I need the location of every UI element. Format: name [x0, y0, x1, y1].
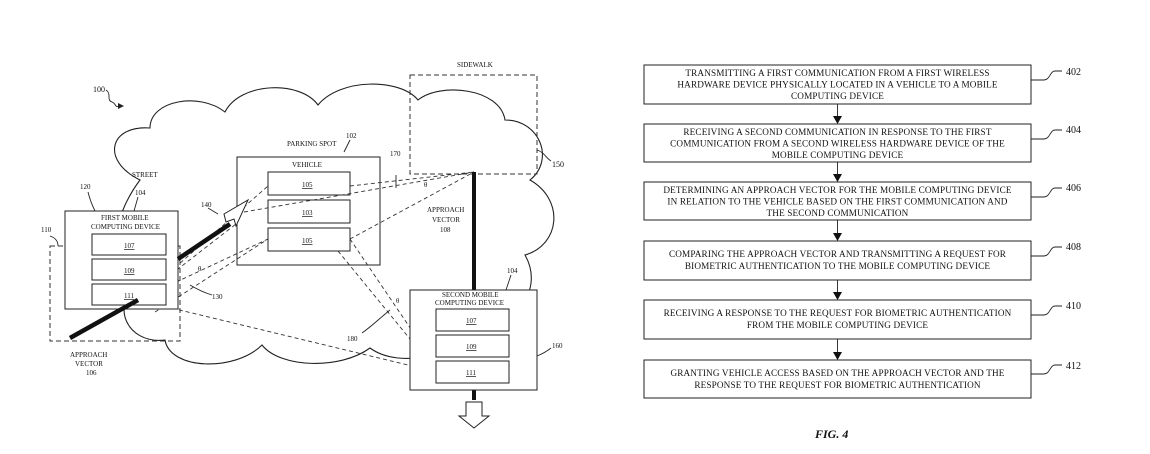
- ref-130: 130: [212, 293, 223, 301]
- second-module-1-label: 107: [466, 317, 477, 325]
- step-410-line1: RECEIVING A RESPONSE TO THE REQUEST FOR …: [664, 308, 1012, 318]
- ref-140: 140: [201, 201, 212, 209]
- flow-step-406: DETERMINING AN APPROACH VECTOR FOR THE M…: [643, 181, 1081, 221]
- vehicle-module-3-label: 105: [302, 237, 313, 245]
- step-402-line2: HARDWARE DEVICE PHYSICALLY LOCATED IN A …: [677, 80, 997, 90]
- first-module-1: [91, 233, 167, 256]
- step-410-ref: 410: [1066, 301, 1081, 312]
- step-406-ref: 406: [1066, 183, 1081, 194]
- flow-arrow-2-icon: [833, 174, 842, 182]
- step-410-line2: FROM THE MOBILE COMPUTING DEVICE: [747, 320, 928, 330]
- step-406-line3: THE SECOND COMMUNICATION: [767, 208, 909, 218]
- ref-100-arrowhead: [118, 103, 124, 109]
- approach-106-line2: VECTOR: [75, 360, 103, 368]
- ref-130-leader: [189, 284, 213, 296]
- second-device-title-1: SECOND MOBILE: [442, 291, 499, 299]
- step-408-ref: 408: [1066, 242, 1081, 253]
- step-404-line1: RECEIVING A SECOND COMMUNICATION IN RESP…: [683, 127, 991, 137]
- vehicle-module-2-label: 103: [302, 209, 313, 217]
- approach-106-line3: 106: [86, 369, 97, 377]
- approach-106-line1: APPROACH: [70, 351, 107, 359]
- approach-108-line2: VECTOR: [432, 216, 460, 224]
- second-module-3-label: 111: [466, 369, 476, 377]
- first-module-2: [91, 258, 167, 281]
- flow-step-410: RECEIVING A RESPONSE TO THE REQUEST FOR …: [643, 299, 1081, 340]
- step-406-line1: DETERMINING AN APPROACH VECTOR FOR THE M…: [663, 185, 1011, 195]
- flow-step-408: COMPARING THE APPROACH VECTOR AND TRANSM…: [643, 240, 1081, 281]
- ref-120: 120: [80, 183, 91, 191]
- flow-step-412: GRANTING VEHICLE ACCESS BASED ON THE APP…: [643, 359, 1081, 399]
- vehicle-module-1: [267, 171, 351, 196]
- ref-180: 180: [347, 335, 358, 343]
- step-408-line2: BIOMETRIC AUTHENTICATION TO THE MOBILE C…: [685, 261, 991, 271]
- step-404-line3: MOBILE COMPUTING DEVICE: [772, 150, 904, 160]
- ref-100-leader: [105, 89, 121, 107]
- second-ref-104-leader: [505, 274, 512, 291]
- first-ref-104: 104: [135, 189, 146, 197]
- step-412-ref: 412: [1066, 361, 1081, 372]
- step-402-line3: COMPUTING DEVICE: [791, 91, 884, 101]
- ref-100: 100: [93, 85, 105, 94]
- second-module-2: [435, 334, 510, 358]
- vehicle-module-2: [267, 199, 351, 224]
- second-module-1: [435, 308, 510, 332]
- ref-110: 110: [41, 226, 52, 234]
- step-412-line1: GRANTING VEHICLE ACCESS BASED ON THE APP…: [670, 368, 1004, 378]
- flow-arrow-1-icon: [833, 116, 842, 124]
- flowchart: TRANSMITTING A FIRST COMMUNICATION FROM …: [643, 64, 1081, 441]
- ref-180-leader: [361, 309, 391, 334]
- ref-140-leader: [207, 207, 219, 215]
- ref-102: 102: [346, 132, 357, 140]
- first-device-title-1: FIRST MOBILE: [101, 214, 149, 222]
- first-module-2-label: 109: [124, 267, 135, 275]
- ref-102-leader: [343, 139, 351, 153]
- street-label: STREET: [132, 171, 158, 179]
- approach-vector-140-line: [176, 222, 232, 261]
- arrow-140-icon: [223, 198, 250, 228]
- sidewalk-label: SIDEWALK: [457, 61, 493, 69]
- second-module-3: [435, 360, 510, 384]
- first-ref-104-leader: [133, 196, 139, 212]
- ref-160: 160: [552, 342, 563, 350]
- flow-step-402: TRANSMITTING A FIRST COMMUNICATION FROM …: [643, 64, 1081, 105]
- second-module-2-label: 109: [466, 343, 477, 351]
- step-412-line2: RESPONSE TO THE REQUEST FOR BIOMETRIC AU…: [694, 380, 981, 390]
- flow-arrow-3-icon: [833, 233, 842, 241]
- vehicle-module-1-label: 105: [302, 181, 313, 189]
- ref-150: 150: [552, 160, 564, 169]
- vehicle-label: VEHICLE: [292, 161, 322, 169]
- cloud-outline: [114, 83, 555, 365]
- second-ref-104: 104: [507, 267, 518, 275]
- second-device-title-2: COMPUTING DEVICE: [435, 299, 504, 307]
- flow-arrow-5-icon: [833, 352, 842, 360]
- step-404-ref: 404: [1066, 125, 1081, 136]
- theta-bottom: θ: [396, 297, 400, 305]
- theta-top: θ: [424, 181, 428, 189]
- approach-vector-106-line: [68, 298, 140, 340]
- first-device-title-2: COMPUTING DEVICE: [91, 223, 160, 231]
- step-404-line2: COMMUNICATION FROM A SECOND WIRELESS HAR…: [670, 139, 1005, 149]
- step-408-line1: COMPARING THE APPROACH VECTOR AND TRANSM…: [669, 249, 1007, 259]
- parking-spot-label: PARKING SPOT: [287, 140, 337, 148]
- sidewalk-region: [409, 74, 538, 175]
- step-402-ref: 402: [1066, 67, 1081, 78]
- ref-120-leader: [87, 191, 96, 212]
- ref-110-leader: [49, 235, 59, 247]
- step-402-line1: TRANSMITTING A FIRST COMMUNICATION FROM …: [685, 68, 989, 78]
- approach-108-line1: APPROACH: [427, 206, 464, 214]
- approach-108-line3: 108: [440, 226, 451, 234]
- ref-160-leader: [536, 347, 552, 357]
- system-diagram: 100 SIDEWALK 150 STREET PARKING SPOT 102…: [41, 61, 564, 429]
- first-module-1-label: 107: [124, 242, 135, 250]
- step-406-line2: IN RELATION TO THE VEHICLE BASED ON THE …: [667, 197, 1007, 207]
- flow-arrow-4-icon: [833, 292, 842, 300]
- theta-left: θ: [198, 265, 202, 273]
- first-module-3-label: 111: [124, 292, 134, 300]
- flow-step-404: RECEIVING A SECOND COMMUNICATION IN RESP…: [643, 123, 1081, 163]
- down-arrow-icon: [457, 401, 491, 429]
- figure-caption: FIG. 4: [814, 427, 848, 441]
- ref-170: 170: [390, 150, 401, 158]
- ref-150-leader: [536, 149, 552, 162]
